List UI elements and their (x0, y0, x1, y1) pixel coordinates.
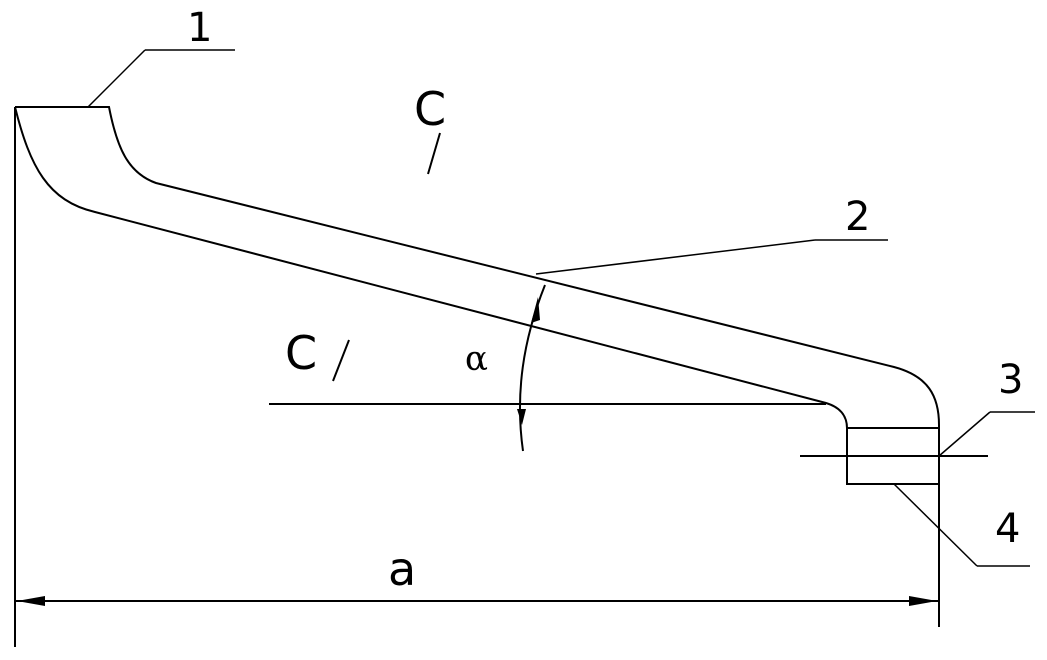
leader-3-slant (938, 411, 991, 457)
dimension-arrow-left (17, 596, 45, 606)
leader-1-slant (87, 49, 146, 108)
label-3: 3 (998, 357, 1023, 403)
label-1: 1 (187, 5, 212, 51)
angle-label-alpha: α (465, 339, 488, 379)
leader-4-slant (893, 483, 978, 567)
angle-arrow-bottom (517, 409, 526, 425)
angle-arc (519, 284, 546, 452)
dimension-label-a: a (388, 542, 416, 596)
label-4: 4 (995, 506, 1020, 552)
dimension-arrow-right (909, 596, 937, 606)
sloped-part-outline (14, 106, 940, 429)
chamfer-label-bottom: C (285, 326, 317, 380)
angle-arrow-top (531, 297, 540, 323)
chamfer-label-top: C (414, 82, 446, 136)
label-2: 2 (845, 194, 870, 240)
chamfer-slash-top (427, 132, 441, 175)
chamfer-slash-bottom (332, 339, 350, 382)
leader-2-slant (535, 239, 816, 275)
